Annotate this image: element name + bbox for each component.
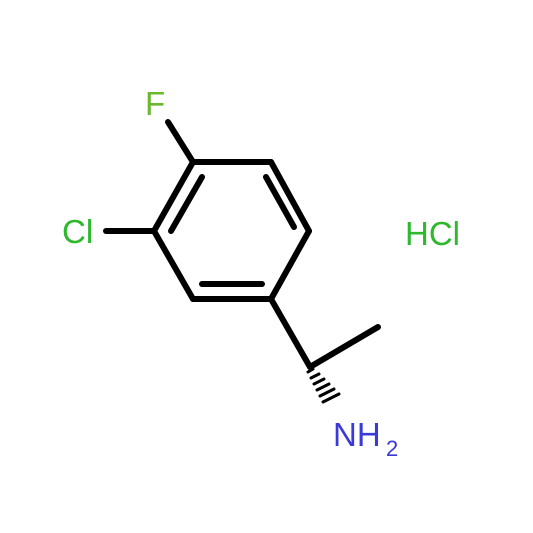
atom-label-chlorine: Cl [62,213,93,250]
salt-label-hcl: HCl [405,215,460,252]
hashed-wedge-bond [306,367,341,404]
wedge-hash-4 [315,382,331,392]
ring-double-bond-inner-right [263,174,297,230]
atom-label-fluorine: F [145,85,165,122]
wedge-hash-1 [306,367,315,374]
wedge-hash-6 [321,392,341,404]
wedge-hash-5 [318,387,336,398]
bond-c4-calpha [268,296,313,370]
ring-bond-c5-c6 [151,228,196,302]
wedge-hash-3 [312,377,326,386]
substituent-bonds [103,119,381,370]
ring-bond-c2-c3 [268,159,312,234]
amine-h2-subscript: 2 [386,436,398,461]
benzene-ring [151,159,312,302]
ring-bond-c3-c4 [268,228,312,302]
bond-calpha-methyl [307,324,381,370]
atom-label-amine: NH 2 [333,416,398,461]
amine-nh-label: NH [333,416,381,453]
ring-double-bond-inner-top-left [168,174,205,234]
bond-c1-f [165,119,196,165]
ring-bond-c6-c1 [151,159,196,234]
wedge-hash-2 [309,372,321,380]
